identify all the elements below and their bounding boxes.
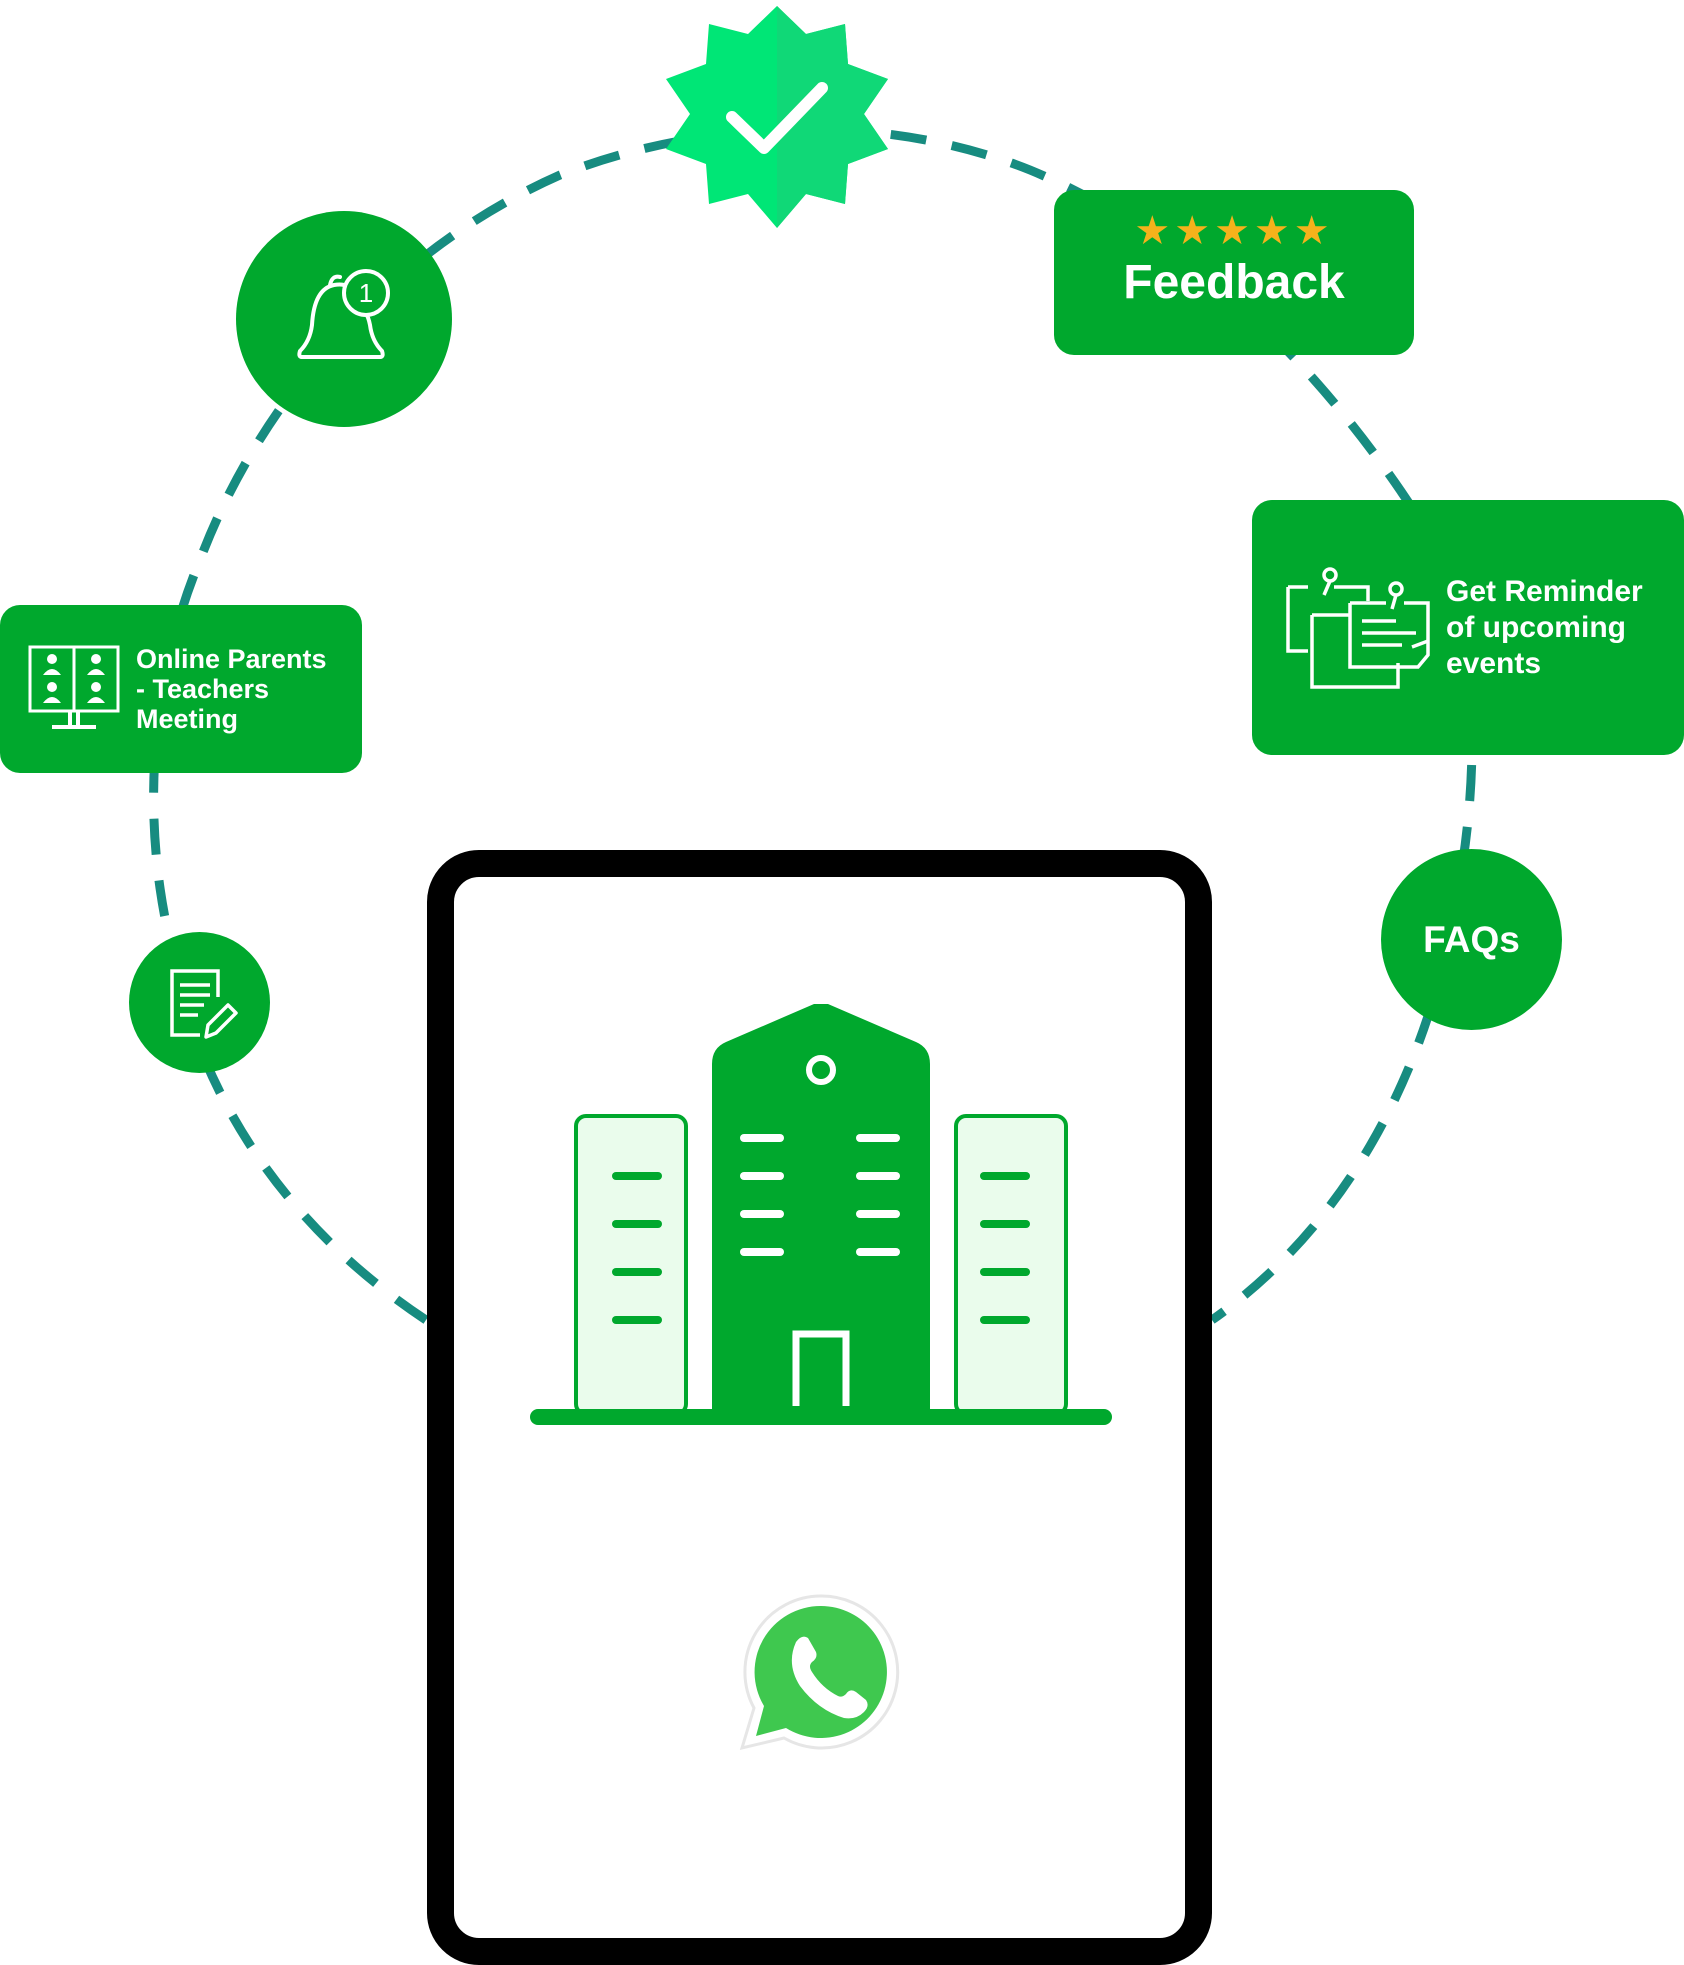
notification-count: 1 [359, 278, 373, 308]
feedback-label: Feedback [1123, 256, 1345, 309]
video-conference-icon [26, 641, 122, 737]
whatsapp-icon [739, 1594, 900, 1751]
feature-card-feedback: ★★★★★ Feedback [1054, 190, 1414, 355]
reminder-label: Get Reminder of upcoming events [1446, 574, 1643, 680]
form-circle [129, 932, 270, 1073]
bell-notification-icon: 1 [297, 269, 390, 359]
verified-badge-icon [666, 6, 888, 228]
notification-circle: 1 [236, 211, 452, 427]
faqs-circle: FAQs [1381, 849, 1562, 1030]
star-rating: ★★★★★ [1134, 209, 1334, 253]
feature-card-ptm: Online Parents - Teachers Meeting [0, 605, 362, 773]
ptm-label: Online Parents - Teachers Meeting [136, 643, 327, 735]
document-edit-icon [169, 968, 238, 1039]
pinned-notes-icon [1282, 553, 1432, 703]
school-building-icon [530, 1004, 1112, 1425]
feature-card-reminder: Get Reminder of upcoming events [1252, 500, 1684, 755]
faqs-label: FAQs [1423, 918, 1520, 960]
